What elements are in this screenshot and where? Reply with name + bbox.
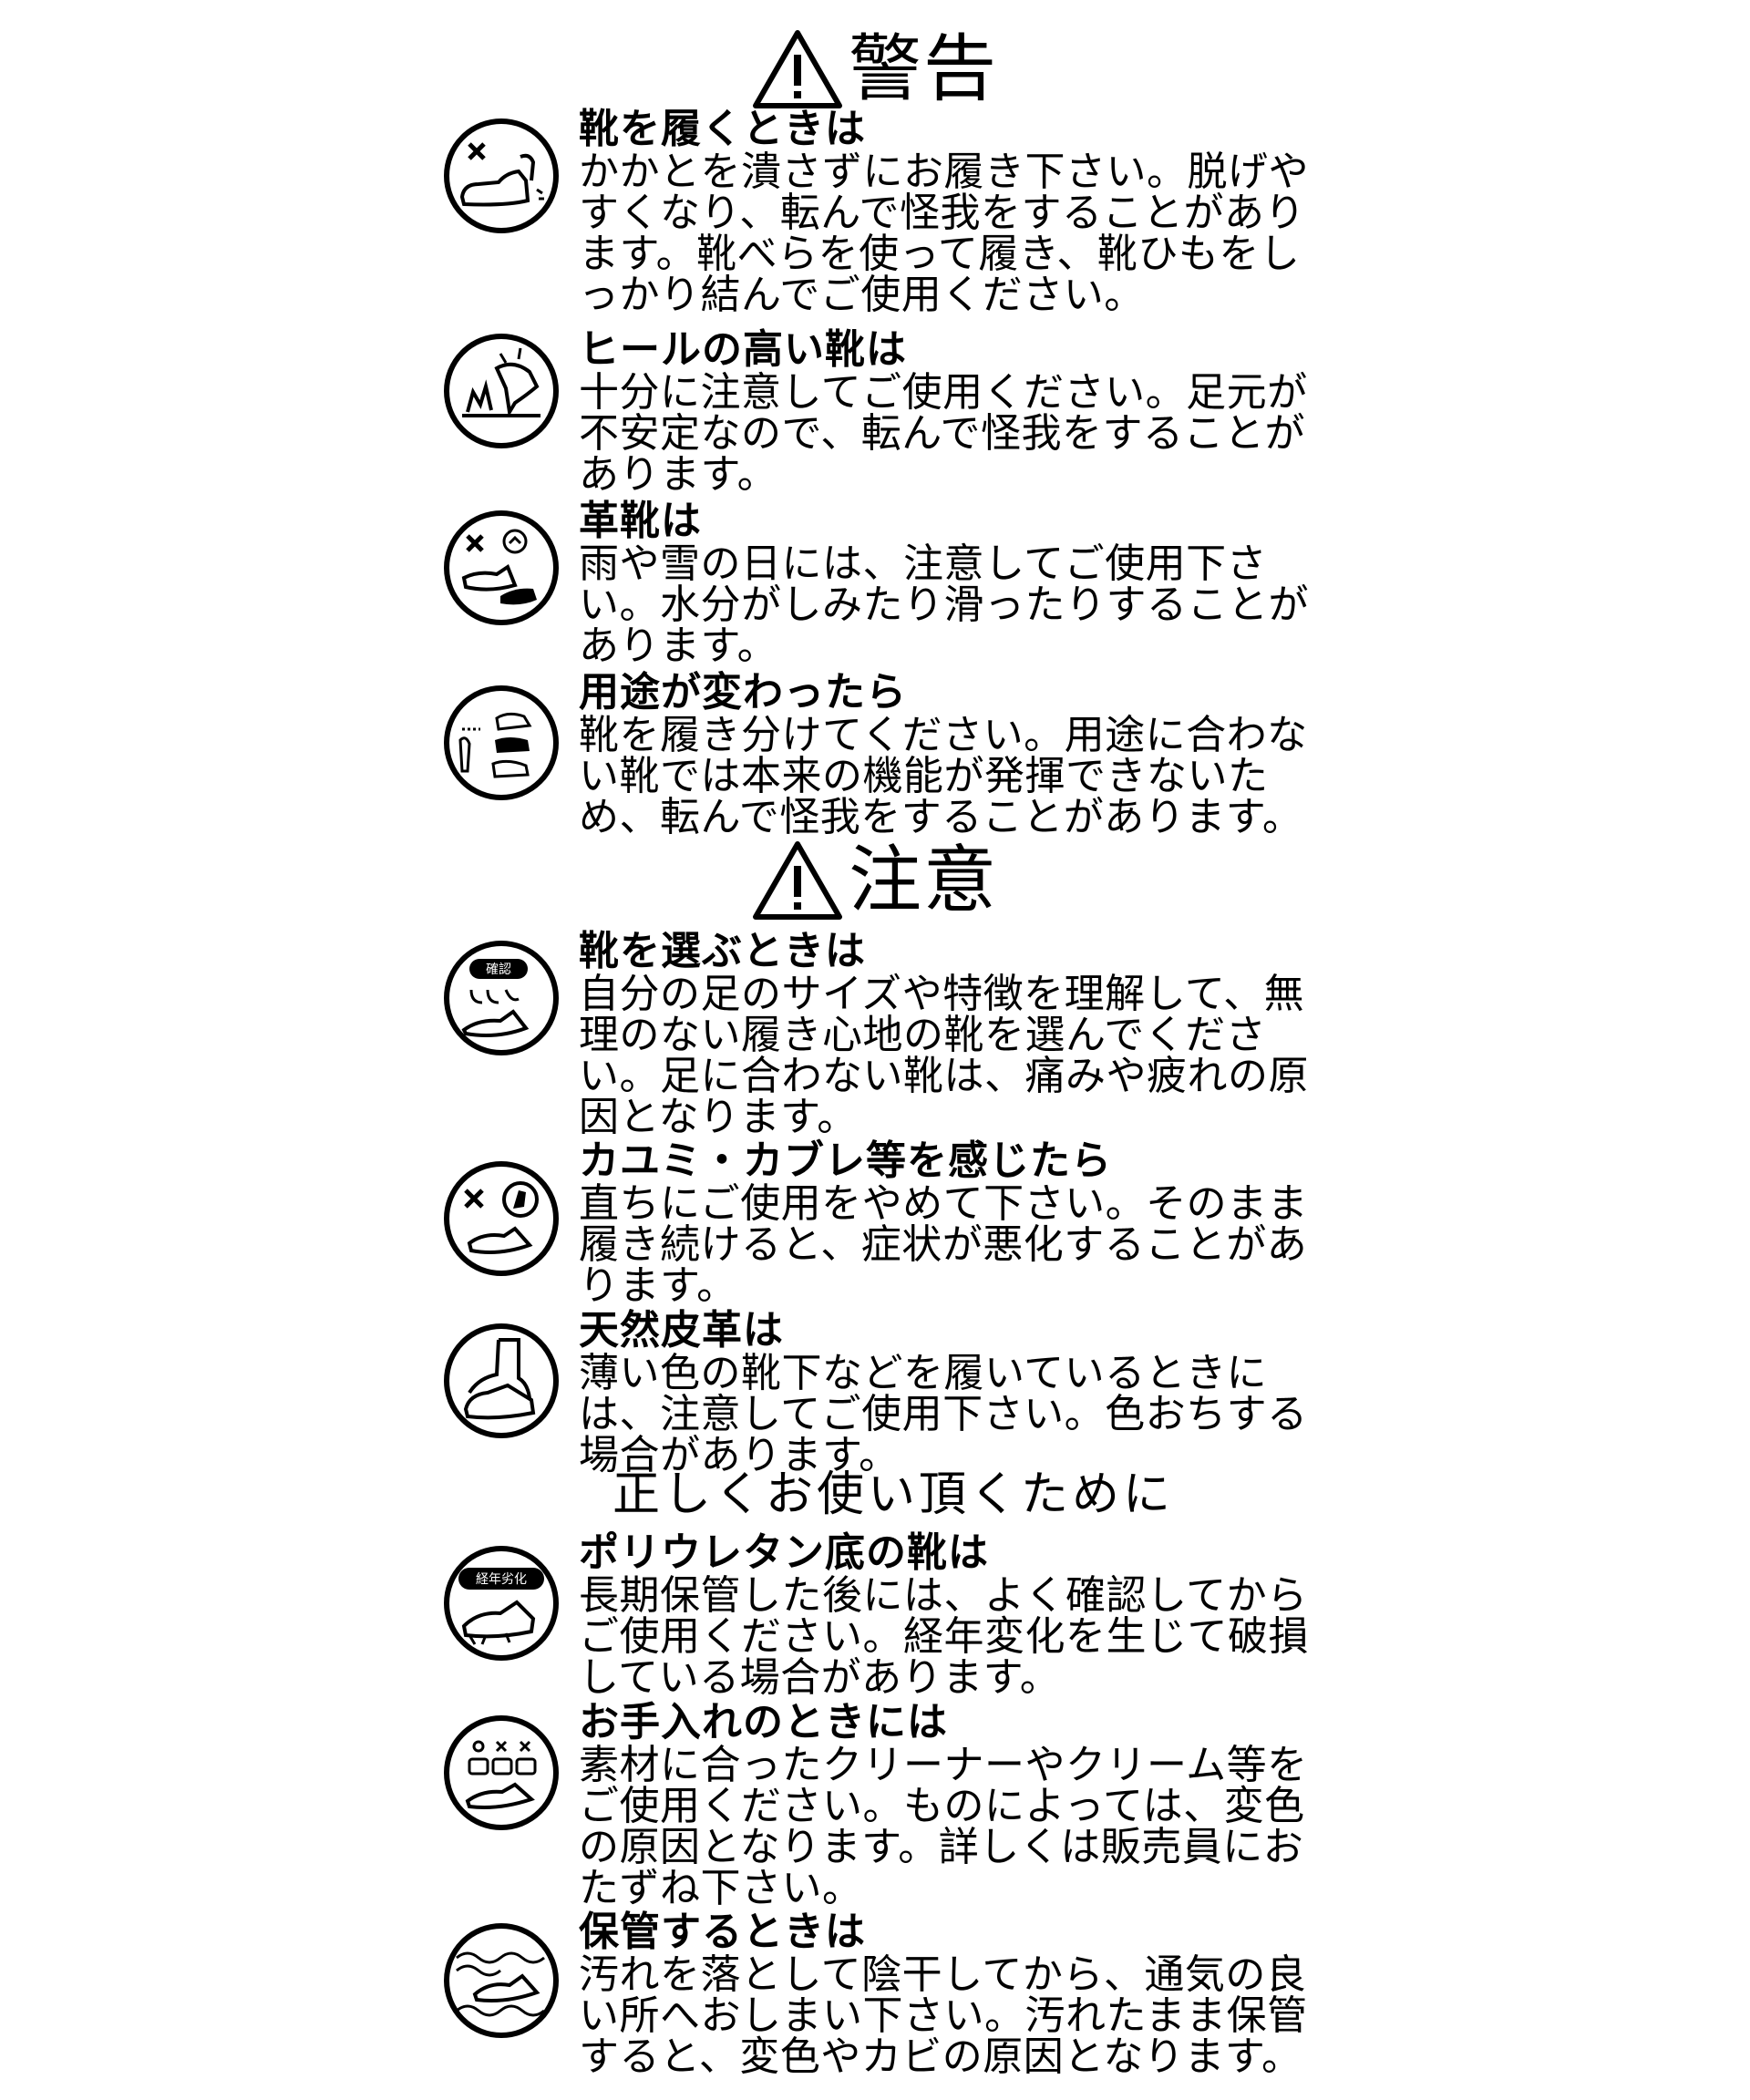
item-body: 汚れを落として陰干してから、通気の良い所へおしまい下さい。汚れたまま保管すると、… bbox=[579, 1951, 1308, 2080]
item-body: 自分の足のサイズや特徴を理解して、無理のない履き心地の靴を選んでください。足に合… bbox=[579, 971, 1309, 1140]
item-body: 長期保管した後には、よく確認してからご使用ください。経年変化を生じて破損している… bbox=[579, 1572, 1309, 1701]
item-heading: 天然皮革は bbox=[579, 1307, 784, 1354]
shoe-heel-crush-icon bbox=[442, 117, 561, 235]
warning-header: 警告 bbox=[0, 26, 1750, 113]
warning-title: 警告 bbox=[849, 26, 998, 111]
caution-title: 注意 bbox=[849, 838, 998, 922]
shoe-airflow-storage-icon bbox=[442, 1921, 561, 2040]
item-body: 十分に注意してご使用ください。足元が不安定なので、転んで怪我をすることがあります… bbox=[579, 369, 1308, 498]
item-heading: ポリウレタン底の靴は bbox=[579, 1529, 989, 1576]
item-heading: 革靴は bbox=[579, 498, 702, 544]
item-body: 靴を履き分けてください。用途に合わない靴では本来の機能が発揮できないため、転んで… bbox=[579, 712, 1308, 840]
sock-leather-shoe-icon bbox=[442, 1322, 561, 1440]
skin-irritation-icon bbox=[442, 1159, 561, 1278]
item-heading: 用途が変わったら bbox=[579, 669, 907, 715]
warning-triangle-icon bbox=[753, 841, 842, 920]
item-heading: 靴を履くときは bbox=[579, 106, 866, 152]
icon-label: 確認 bbox=[486, 962, 511, 977]
item-body: 直ちにご使用をやめて下さい。そのまま履き続けると、症状が悪化することがあります。 bbox=[579, 1180, 1309, 1309]
item-heading: 靴を選ぶときは bbox=[579, 928, 866, 974]
warning-triangle-icon bbox=[753, 30, 842, 108]
icon-label: 経年劣化 bbox=[476, 1572, 527, 1587]
item-heading: カユミ・カブレ等を感じたら bbox=[579, 1138, 1112, 1184]
polyurethane-sole-aging-icon: 経年劣化 bbox=[442, 1544, 561, 1662]
item-body: かかとを潰さずにお履き下さい。脱げやすくなり、転んで怪我をすることがあります。靴… bbox=[579, 149, 1309, 318]
proper-use-subtitle: 正しくお使い頂くために bbox=[612, 1467, 1174, 1522]
leather-shoe-rain-icon bbox=[442, 509, 561, 627]
item-body: 雨や雪の日には、注意してご使用下さい。水分がしみたり滑ったりすることがあります。 bbox=[579, 540, 1309, 669]
item-body: 素材に合ったクリーナーやクリーム等をご使用ください。ものによっては、変色の原因と… bbox=[579, 1742, 1308, 1911]
item-heading: ヒールの高い靴は bbox=[579, 326, 907, 373]
high-heel-fall-icon bbox=[442, 332, 561, 450]
item-heading: 保管するときは bbox=[579, 1909, 866, 1955]
item-heading: お手入れのときには bbox=[579, 1699, 948, 1745]
shoe-size-check-icon: 確認 bbox=[442, 939, 561, 1057]
caution-header: 注意 bbox=[0, 837, 1750, 924]
shoe-usage-types-icon bbox=[442, 684, 561, 802]
item-body: 薄い色の靴下などを履いているときには、注意してご使用下さい。色おちする場合があり… bbox=[579, 1350, 1308, 1478]
cleaner-bottles-icon bbox=[442, 1714, 561, 1832]
